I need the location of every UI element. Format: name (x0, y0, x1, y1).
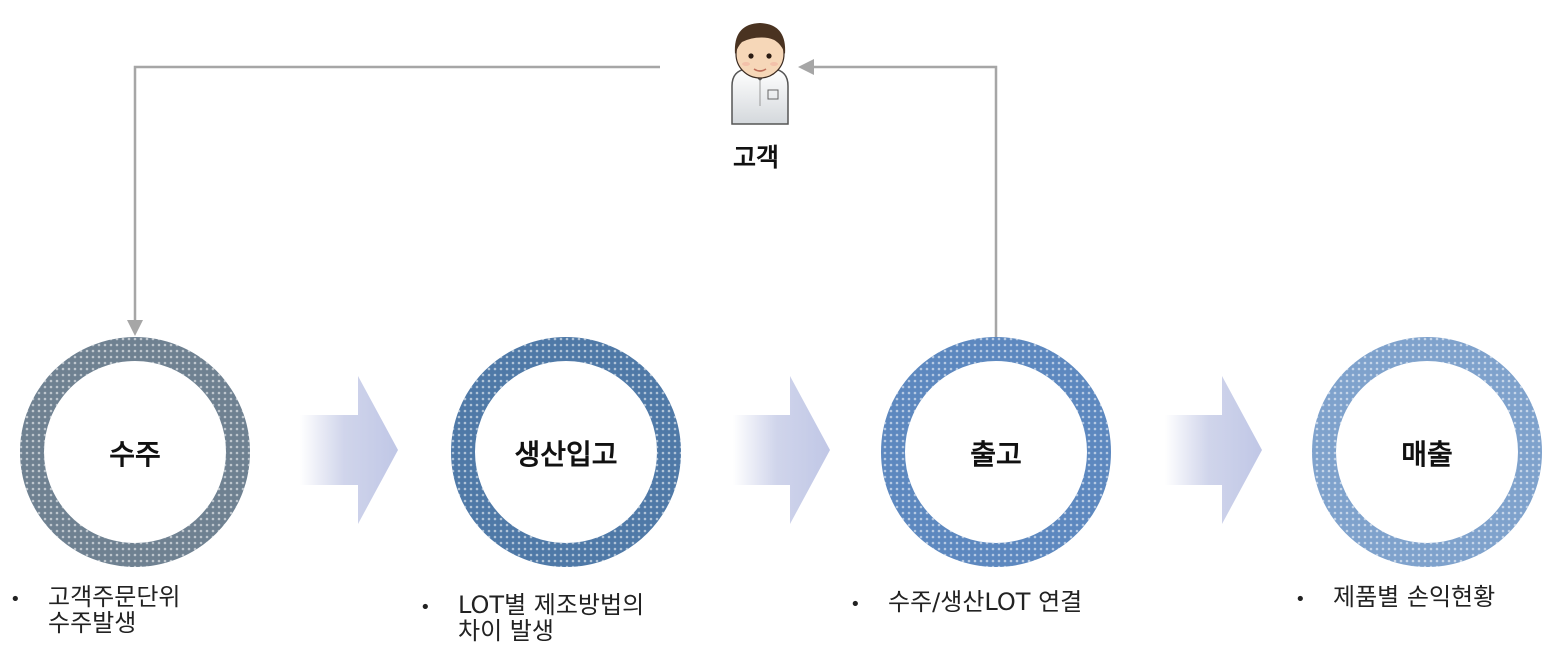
flow-arrows (300, 376, 1262, 524)
bullet: • (420, 597, 431, 618)
note-production: • LOT별 제조방법의 차이 발생 (420, 591, 645, 645)
stage-rings (20, 337, 1542, 567)
flow-arrow-3 (1165, 376, 1262, 524)
shipment-to-customer-connector (812, 65, 998, 338)
stage-ring-shipment-dots (881, 337, 1111, 567)
stage-label-order: 수주 (109, 438, 161, 471)
note-text-production: LOT별 제조방법의 차이 발생 (458, 591, 645, 645)
stage-ring-order-dots (20, 337, 250, 567)
order-arrowhead (127, 320, 143, 336)
note-shipment: • 수주/생산LOT 연결 (850, 588, 1083, 616)
note-text-sales: 제품별 손익현황 (1333, 583, 1496, 611)
flow-arrow-1 (300, 376, 398, 524)
note-order: • 고객주문단위 수주발생 (10, 583, 181, 637)
customer-person-icon (731, 23, 789, 125)
flow-arrow-2 (733, 376, 830, 524)
stage-ring-production-dots (451, 337, 681, 567)
customer-to-order-connector (133, 65, 660, 322)
customer-label: 고객 (732, 143, 779, 172)
bullet: • (850, 594, 861, 615)
stage-label-sales: 매출 (1401, 438, 1453, 471)
feedback-connectors (127, 59, 998, 338)
customer-arrowhead (798, 59, 814, 75)
bullet: • (10, 589, 21, 610)
bullet: • (1295, 589, 1306, 610)
stage-ring-sales-dots (1312, 337, 1542, 567)
note-text-shipment: 수주/생산LOT 연결 (888, 588, 1083, 616)
note-sales: • 제품별 손익현황 (1295, 583, 1496, 611)
stage-label-shipment: 출고 (970, 438, 1022, 471)
stage-label-production: 생산입고 (514, 438, 618, 471)
note-text-order: 고객주문단위 수주발생 (48, 583, 181, 637)
